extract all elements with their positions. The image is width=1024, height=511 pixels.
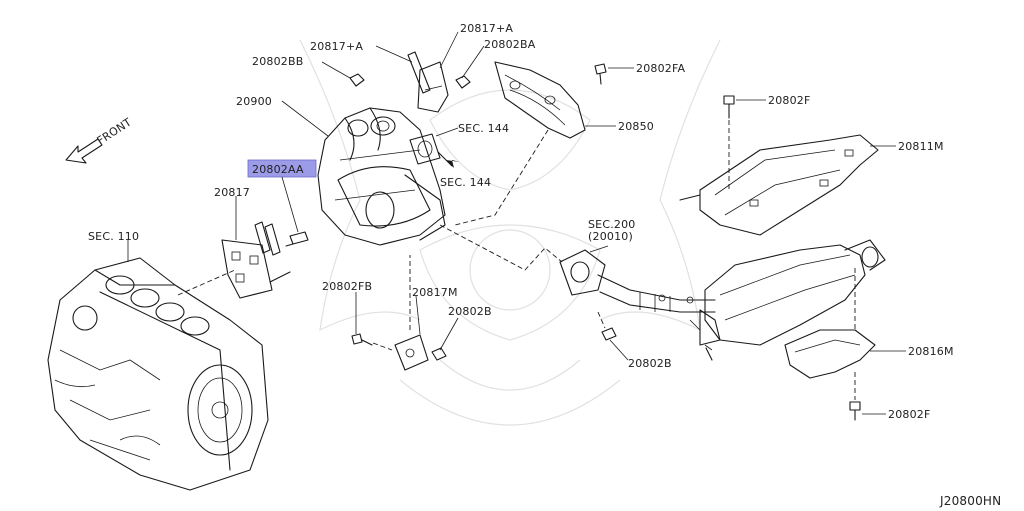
p20802bb-label: 20802BB — [252, 55, 304, 68]
p20816m-label: 20816M — [908, 345, 954, 358]
bracket-20817a-right — [417, 61, 449, 113]
p20802f-bottom-label: 20802F — [888, 408, 931, 421]
bolt-20802f-bottom — [849, 401, 861, 421]
p20802aa-label: 20802AA — [252, 163, 304, 176]
front-label: FRONT — [95, 116, 135, 148]
p20817m-label: 20817M — [412, 286, 458, 299]
sec200-label: SEC.200 — [588, 218, 636, 231]
diagram-code: J20800HN — [939, 494, 1001, 508]
p20900-label: 20900 — [236, 95, 272, 108]
sec144-a-label: SEC. 144 — [458, 122, 509, 135]
p20802fb-label: 20802FB — [322, 280, 372, 293]
heat-shield-20811m — [679, 134, 879, 236]
p20802fa-label: 20802FA — [636, 62, 686, 75]
nut-20802ba — [455, 75, 471, 89]
catalytic-converter-20900 — [317, 107, 446, 246]
p20802b-low-label: 20802B — [628, 357, 672, 370]
bolt-20802fb — [351, 333, 373, 346]
bracket-20817 — [221, 221, 291, 299]
sec144-b-label: SEC. 144 — [440, 176, 491, 189]
bolt-20802aa — [285, 231, 309, 247]
nut-20802b-mid — [431, 347, 447, 361]
p20802f-top-label: 20802F — [768, 94, 811, 107]
bracket-20817m — [394, 334, 429, 371]
p20817a-left-label: 20817+A — [310, 40, 363, 53]
underfloor-converter — [689, 239, 886, 361]
watermark-emblem — [299, 39, 721, 426]
heat-shield-20816m — [784, 329, 876, 379]
p20817a-right-label: 20817+A — [460, 22, 513, 35]
p20811m-label: 20811M — [898, 140, 944, 153]
sec144-arrow — [437, 151, 460, 168]
bolt-20802f-top — [723, 95, 735, 119]
p20802b-mid-label: 20802B — [448, 305, 492, 318]
nut-20802bb — [349, 73, 365, 87]
engine-block — [47, 257, 269, 491]
p20802ba-label: 20802BA — [484, 38, 536, 51]
front-arrow: FRONT — [65, 116, 135, 164]
nut-20802b-low — [601, 327, 617, 341]
heat-shield-20850 — [494, 61, 586, 139]
gasket-sec144 — [409, 133, 441, 165]
bolt-20802fa — [594, 63, 607, 85]
p20817-label: 20817 — [214, 186, 250, 199]
p20850-label: 20850 — [618, 120, 654, 133]
clip-20817a-left — [407, 51, 431, 94]
sec200-sub-label: (20010) — [588, 230, 633, 243]
front-pipe-sec200 — [559, 249, 716, 313]
sec110-label: SEC. 110 — [88, 230, 139, 243]
